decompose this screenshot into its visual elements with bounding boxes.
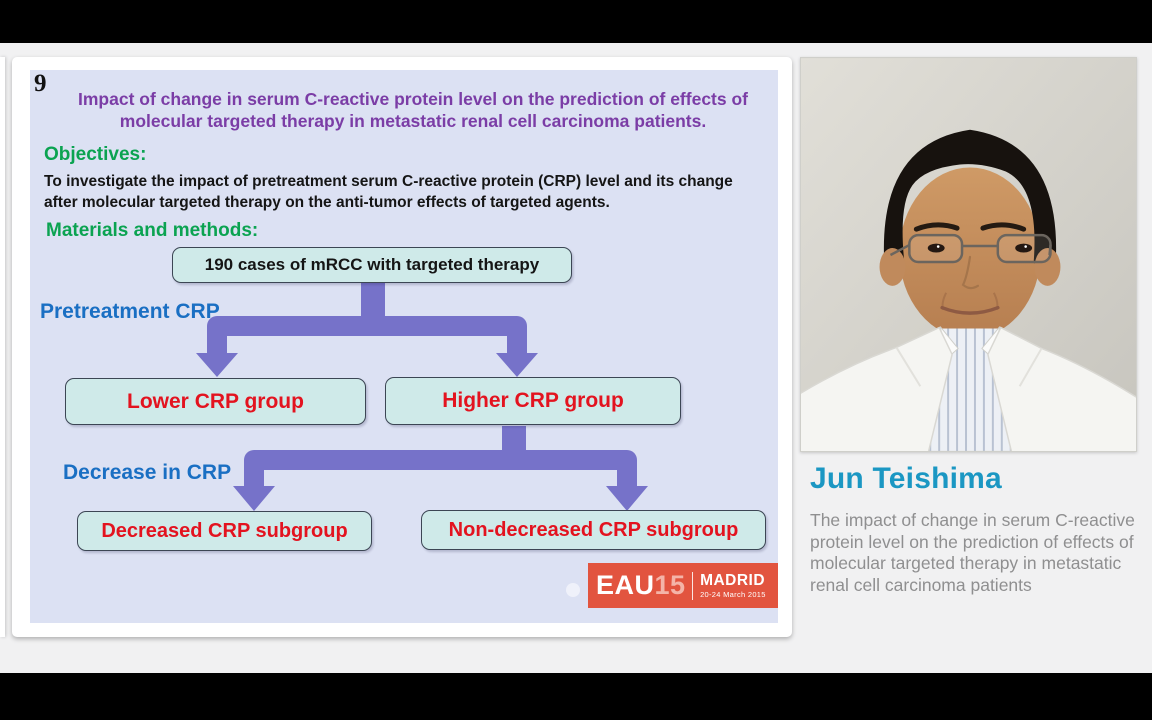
flow-box-higher-crp: Higher CRP group [385,377,681,425]
speaker-portrait-illustration [801,58,1136,451]
eau-org: EAU [596,570,655,600]
watermark-icon [566,583,580,597]
slide-card: 9 Impact of change in serum C-reactive p… [12,57,792,637]
eau-dates: 20-24 March 2015 [700,589,766,599]
content-area: 9 Impact of change in serum C-reactive p… [0,43,1152,673]
methods-heading: Materials and methods: [46,220,259,241]
speaker-talk-title: The impact of change in serum C-reactive… [810,510,1135,595]
branch2-label: Decrease in CRP [63,461,232,484]
eau-logo-location: MADRID 20-24 March 2015 [700,573,766,598]
flow-box-decreased-crp: Decreased CRP subgroup [77,511,372,551]
eau-year: 15 [654,570,686,600]
previous-slide-edge [0,57,5,637]
eau-logo-divider [691,571,694,600]
slide-number: 9 [34,70,47,97]
flow-box-nondecreased-crp: Non-decreased CRP subgroup [421,510,766,550]
eau-logo-text: EAU15 [596,572,686,599]
flow-box-lower-crp: Lower CRP group [65,378,366,425]
eau-city: MADRID [700,572,766,589]
slide-title: Impact of change in serum C-reactive pro… [78,89,748,131]
objectives-body: To investigate the impact of pretreatmen… [44,173,733,211]
objectives-heading: Objectives: [44,144,147,165]
flow-box-root: 190 cases of mRCC with targeted therapy [172,247,572,283]
branch1-label: Pretreatment CRP [40,300,220,323]
presentation-slide: 9 Impact of change in serum C-reactive p… [30,70,778,623]
eau15-logo: EAU15 MADRID 20-24 March 2015 [588,563,778,608]
speaker-photo [800,57,1137,452]
speaker-name: Jun Teishima [810,462,1002,495]
